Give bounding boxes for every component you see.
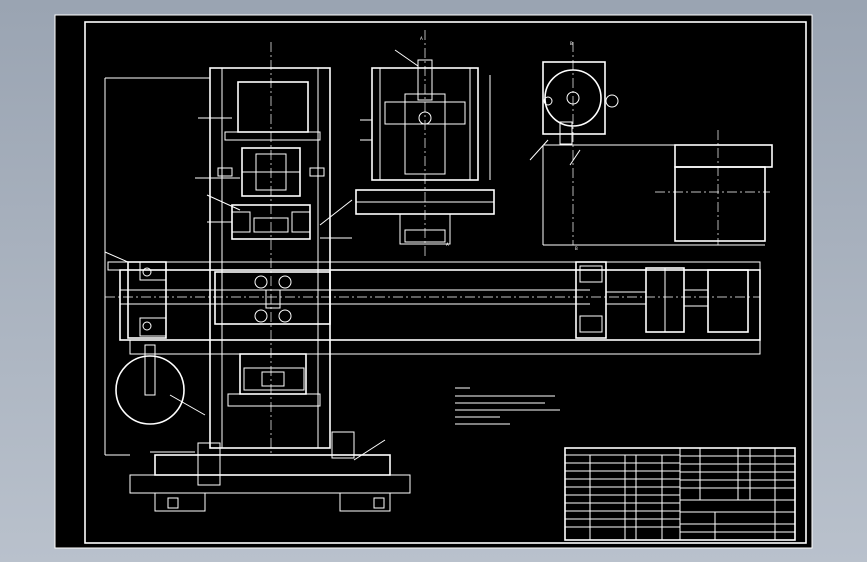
section-label-a-top: A xyxy=(420,36,423,41)
section-label-a-bottom: A xyxy=(446,242,449,247)
section-view-a: A xyxy=(355,30,495,258)
technical-notes xyxy=(455,387,560,425)
sheet-inner-frame xyxy=(84,21,807,544)
front-view xyxy=(104,42,761,512)
section-label-b-bottom: B xyxy=(575,246,578,251)
title-block xyxy=(564,447,796,541)
crank-wheel xyxy=(115,355,185,425)
section-view-b: B xyxy=(529,41,773,246)
sheet-outer-border xyxy=(54,14,813,549)
section-label-b-top: B xyxy=(570,41,573,46)
right-motor xyxy=(707,269,749,333)
